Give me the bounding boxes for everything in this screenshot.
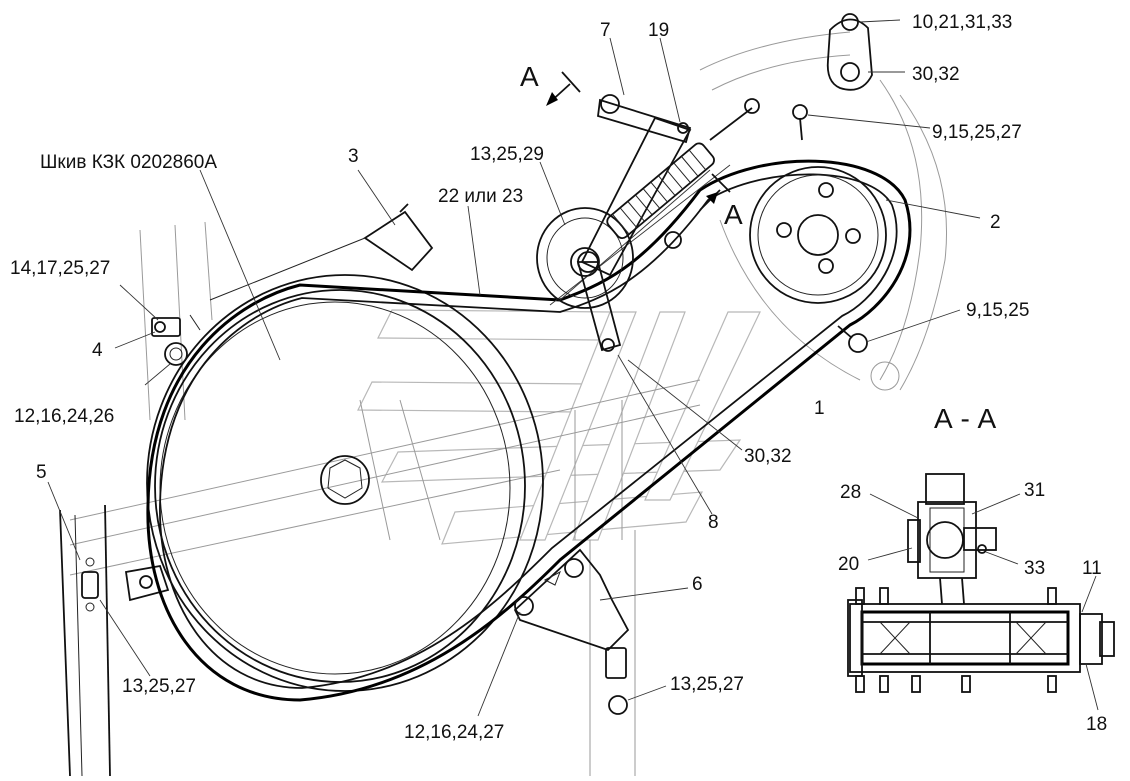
frame-structure xyxy=(69,31,948,776)
label-7: 7 xyxy=(600,20,611,41)
label-13-25-27-right: 13,25,27 xyxy=(670,674,744,695)
tensioner-assembly xyxy=(576,94,760,352)
drive-pulley-2 xyxy=(749,166,887,304)
label-19: 19 xyxy=(648,20,669,41)
label-13-25-29: 13,25,29 xyxy=(470,144,544,165)
watermark xyxy=(357,309,761,545)
bolt-9-15-25 xyxy=(837,325,868,353)
label-4: 4 xyxy=(92,340,103,361)
label-12-16-24-26: 12,16,24,26 xyxy=(14,406,114,427)
idler-roller xyxy=(536,207,634,309)
label-arrow-a-top: А xyxy=(520,61,539,92)
label-10-21-31-33: 10,21,31,33 xyxy=(912,12,1012,33)
label-8: 8 xyxy=(708,512,719,533)
belt xyxy=(146,159,912,702)
section-view-aa xyxy=(847,473,1115,693)
section-arrow-a-right xyxy=(699,173,731,211)
section-arrow-a-top xyxy=(546,71,581,106)
label-9-15-25: 9,15,25 xyxy=(966,300,1029,321)
label-1: 1 xyxy=(814,398,825,419)
frame-column-5 xyxy=(59,504,170,777)
label-12-16-24-27: 12,16,24,27 xyxy=(404,722,504,743)
label-11: 11 xyxy=(1082,558,1102,579)
label-14-17-25-27: 14,17,25,27 xyxy=(10,258,110,279)
label-arrow-a-right: А xyxy=(724,199,743,230)
leader-lines xyxy=(47,19,1099,717)
label-2: 2 xyxy=(990,212,1001,233)
top-right-bracket xyxy=(792,13,873,141)
label-20: 20 xyxy=(838,554,859,575)
label-13-25-27-left: 13,25,27 xyxy=(122,676,196,697)
label-22-23: 22 или 23 xyxy=(438,186,523,207)
label-30-32-top: 30,32 xyxy=(912,64,960,85)
labels: Шкив КЗК 0202860А 3 22 или 23 13,25,29 А… xyxy=(10,12,1107,743)
label-pulley-title: Шкив КЗК 0202860А xyxy=(40,152,217,173)
left-bracket-4 xyxy=(151,314,201,366)
label-28: 28 xyxy=(840,482,861,503)
label-9-15-25-27: 9,15,25,27 xyxy=(932,122,1022,143)
label-6: 6 xyxy=(692,574,703,595)
label-5: 5 xyxy=(36,462,47,483)
label-31: 31 xyxy=(1024,480,1045,501)
label-3: 3 xyxy=(348,146,359,167)
label-section-aa: А - А xyxy=(934,403,997,434)
lower-bracket-6 xyxy=(513,548,630,715)
label-33: 33 xyxy=(1024,558,1045,579)
label-18: 18 xyxy=(1086,714,1107,735)
label-30-32-mid: 30,32 xyxy=(744,446,792,467)
